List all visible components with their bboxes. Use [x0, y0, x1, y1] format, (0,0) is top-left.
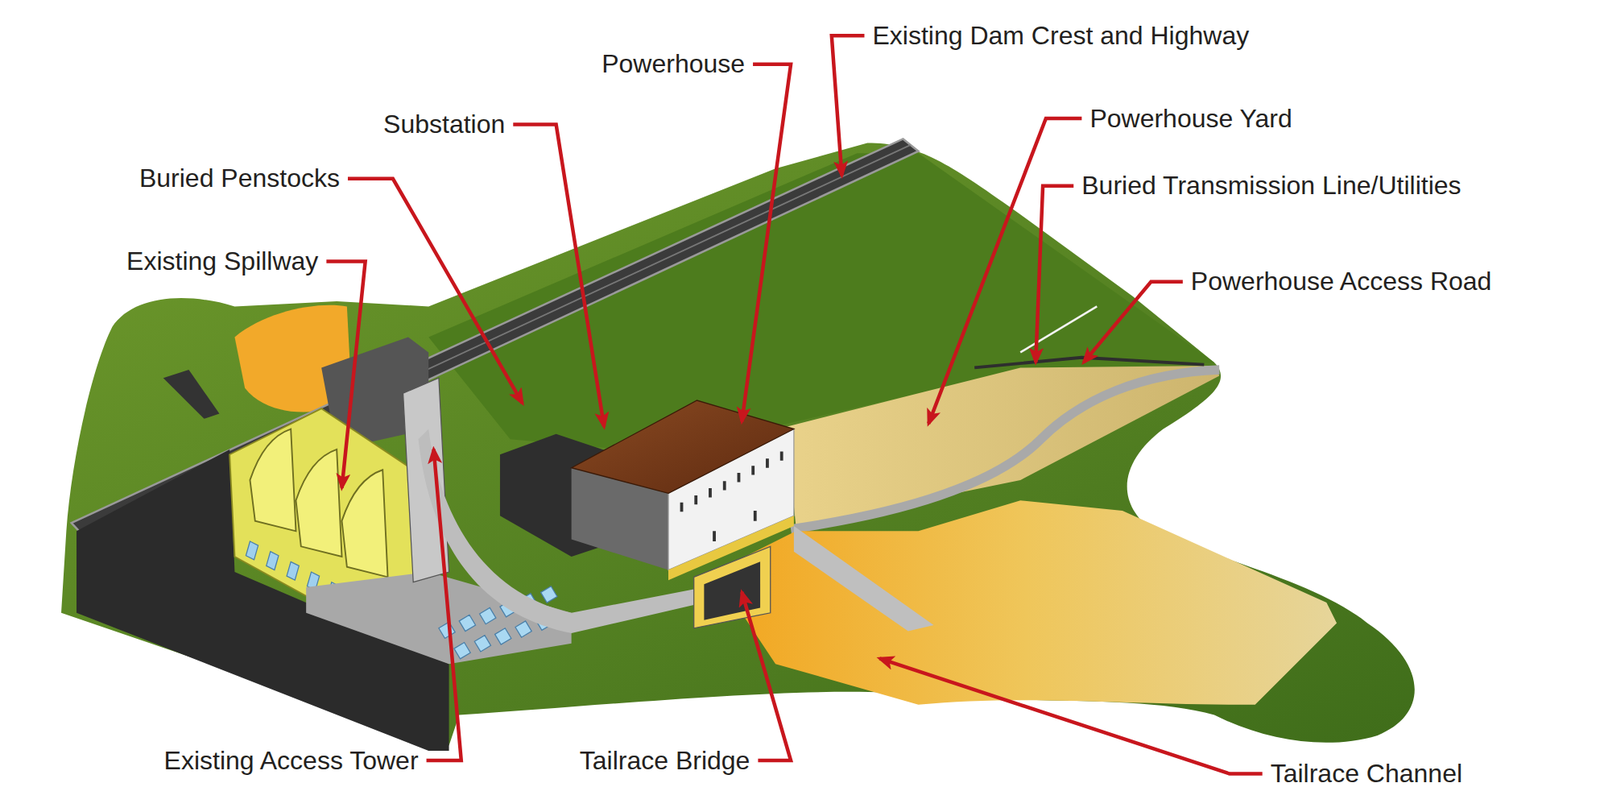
leader-line: [741, 591, 791, 761]
leader-line: [741, 64, 791, 422]
leader-line: [347, 178, 523, 404]
callout-label: Existing Access Tower: [164, 745, 419, 776]
tailrace-channel: [714, 500, 1337, 705]
leader-line: [879, 657, 1262, 774]
leader-line: [512, 124, 604, 427]
callout-label: Existing Dam Crest and Highway: [872, 20, 1249, 51]
callout-label: Powerhouse: [601, 49, 745, 79]
leader-line: [928, 118, 1082, 424]
bridge-opening: [703, 561, 761, 620]
callout-label: Existing Spillway: [126, 246, 319, 277]
transmission-line: [974, 357, 1204, 368]
leader-line: [426, 449, 462, 761]
callout-label: Tailrace Bridge: [579, 745, 751, 776]
powerhouse-roof: [571, 400, 794, 493]
tailrace-bridge: [694, 545, 771, 628]
callout-label: Powerhouse Yard: [1089, 103, 1292, 134]
leader-line: [1083, 281, 1183, 363]
callout-label: Substation: [383, 109, 505, 140]
callout-label: Buried Transmission Line/Utilities: [1081, 170, 1461, 201]
leader-line: [326, 260, 365, 488]
callout-label: Tailrace Channel: [1270, 758, 1463, 789]
callout-label: Buried Penstocks: [139, 163, 340, 194]
wing-wall: [163, 369, 220, 419]
callout-label: Powerhouse Access Road: [1190, 266, 1493, 297]
tailrace-wing-wall: [793, 525, 935, 632]
leader-line: [831, 35, 865, 176]
leader-line: [1035, 186, 1074, 363]
powerhouse-yard: [785, 365, 1220, 526]
embankment-road: [1020, 305, 1097, 352]
